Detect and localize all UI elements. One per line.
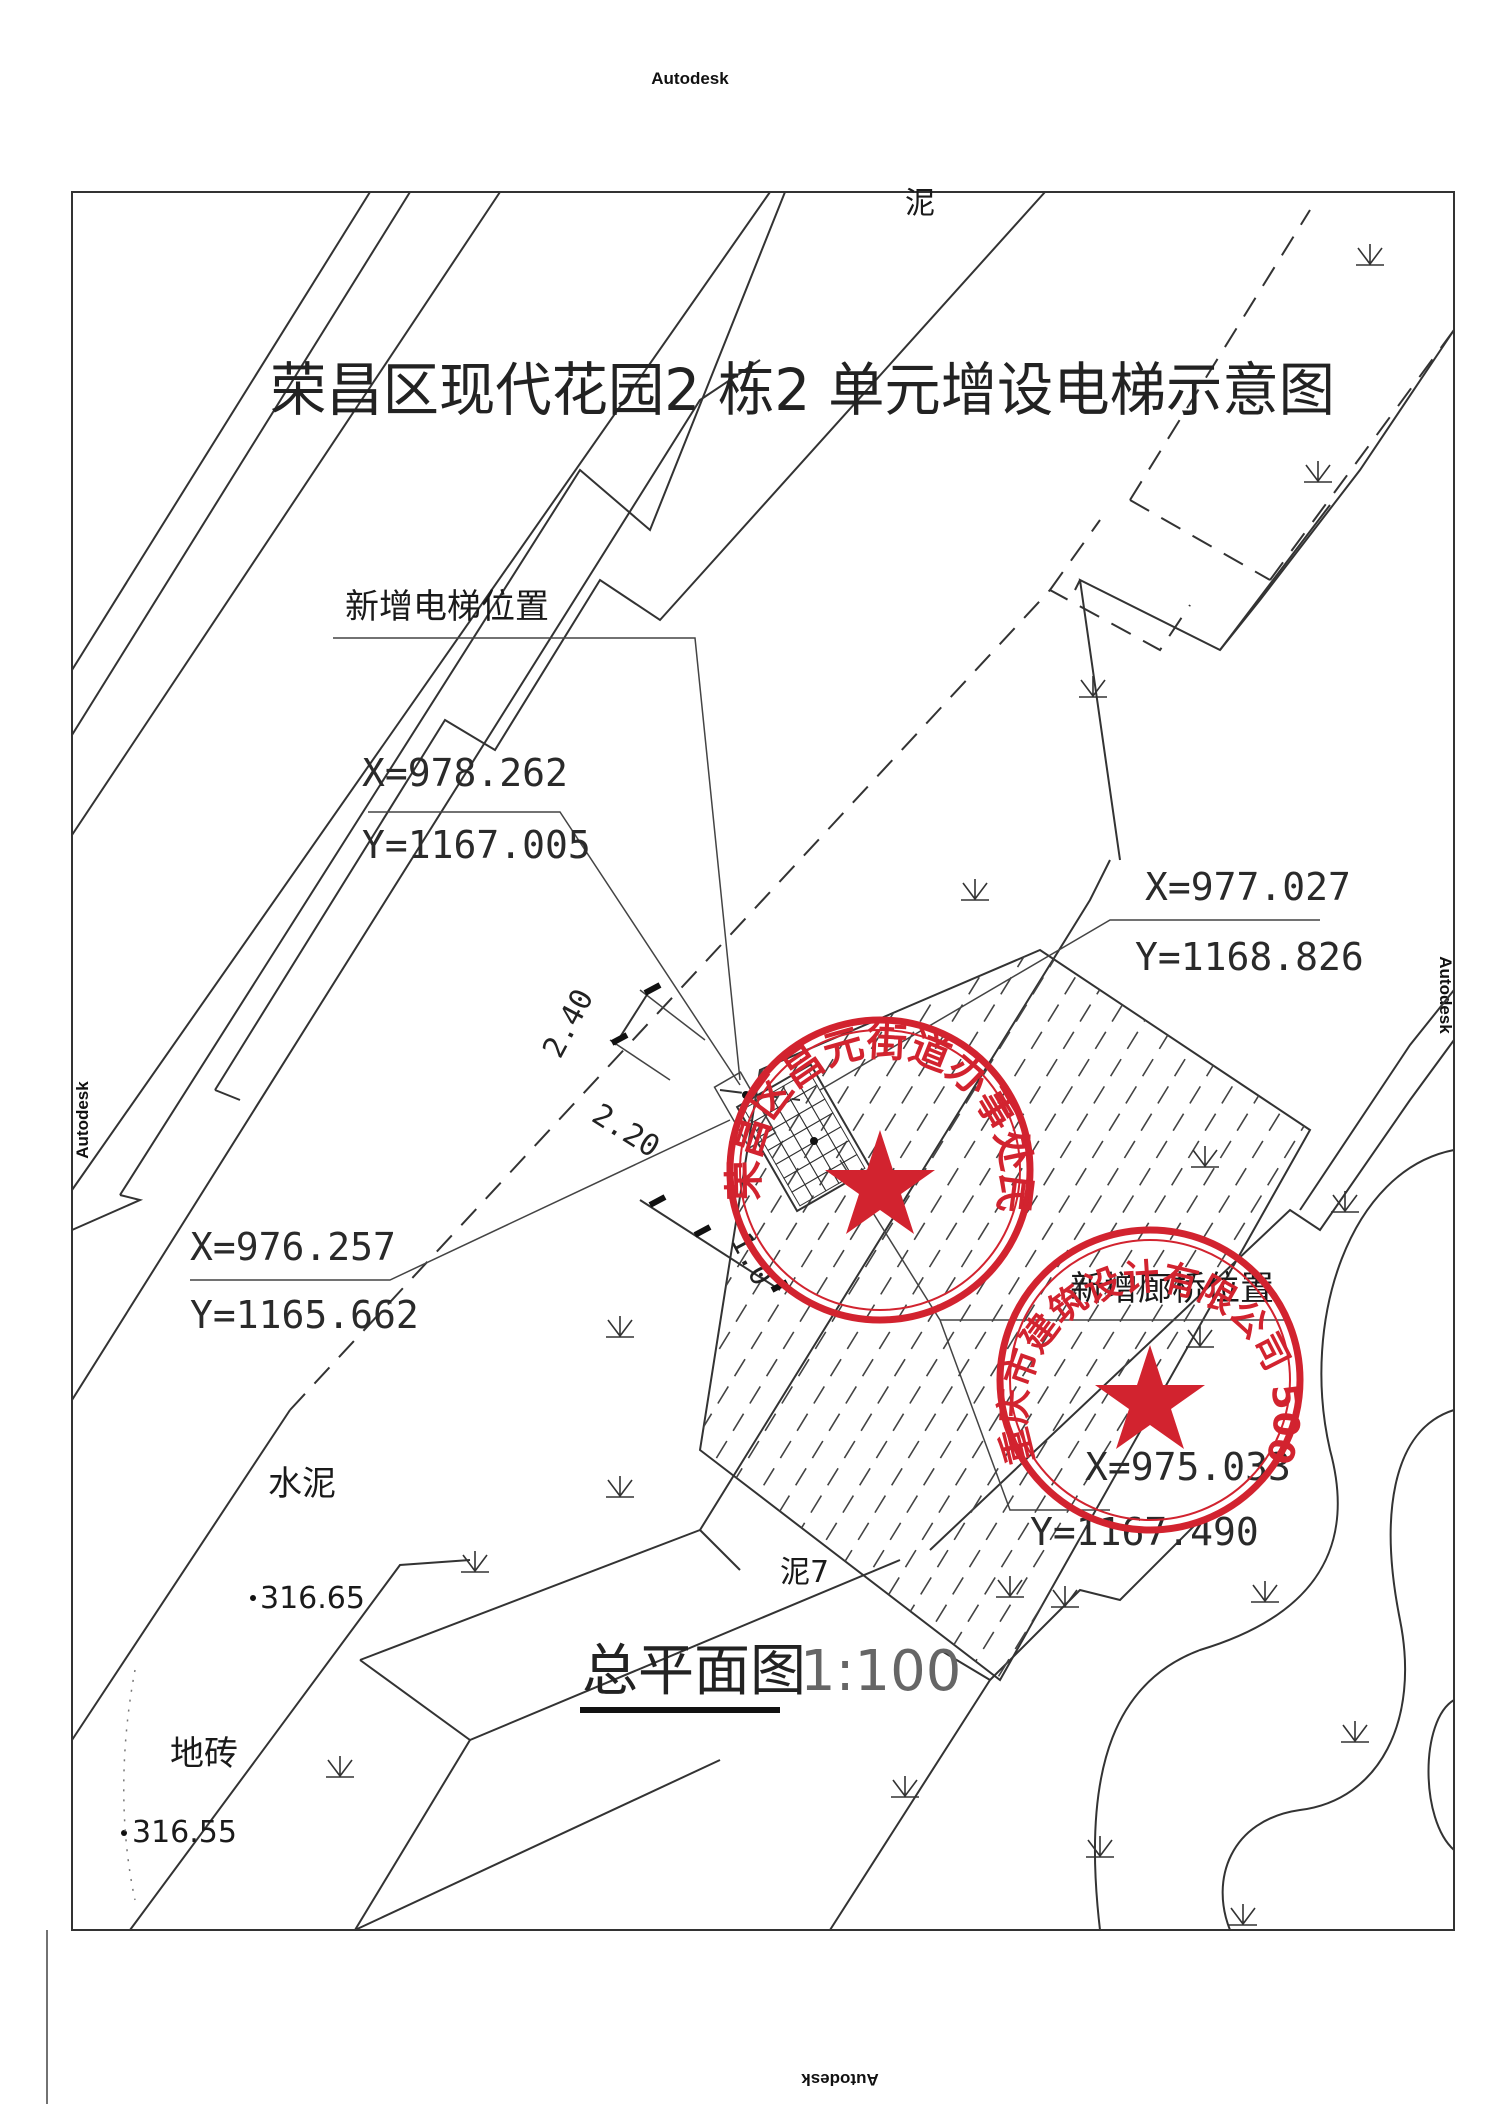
grass-symbol-icon xyxy=(606,1316,634,1338)
top-partial-label: 泥 xyxy=(905,186,935,221)
grass-symbol-icon xyxy=(1251,1581,1279,1603)
grass-symbol-icon xyxy=(996,1576,1024,1598)
label-new-elevator: 新增电梯位置 xyxy=(345,587,549,627)
drawing-title: 荣昌区现代花园2 栋2 单元增设电梯示意图 xyxy=(270,356,1335,424)
stamp-government: 荣昌区昌元街道办事处民政府 xyxy=(0,0,1039,1324)
elevation-1: 316.65 xyxy=(260,1581,365,1616)
grass-symbol-icon xyxy=(1086,1836,1114,1858)
dimension-1-0: 1.0 xyxy=(723,1227,779,1291)
watermark-right: Autodesk xyxy=(1436,956,1455,1034)
label-cement: 水泥 xyxy=(268,1464,336,1504)
grass-symbol-icon xyxy=(1191,1146,1219,1168)
label-new-corridor: 新增廊桥位置 xyxy=(1070,1269,1274,1309)
plan-title: 总平面图 xyxy=(582,1639,806,1704)
coord-3-x: X=976.257 xyxy=(190,1225,396,1269)
dimension-2-40: 2.40 xyxy=(536,984,601,1064)
grass-symbol-icon xyxy=(461,1551,489,1573)
grass-symbols xyxy=(326,244,1384,1926)
plan-linework xyxy=(71,191,1455,1931)
watermark-top: Autodesk xyxy=(651,69,729,88)
coord-1-x: X=978.262 xyxy=(362,751,568,795)
drawing-frame xyxy=(71,191,1455,1931)
coord-2-y: Y=1168.826 xyxy=(1135,935,1364,979)
grass-symbol-icon xyxy=(891,1776,919,1798)
grass-symbol-icon xyxy=(1356,244,1384,266)
label-tile: 地砖 xyxy=(170,1734,238,1774)
grass-symbol-icon xyxy=(1229,1904,1257,1926)
grass-symbol-icon xyxy=(1079,676,1107,698)
grass-symbol-icon xyxy=(1186,1326,1214,1348)
watermark-left: Autodesk xyxy=(73,1081,92,1159)
coord-1-y: Y=1167.005 xyxy=(362,823,591,867)
dimension-2-20: 2.20 xyxy=(586,1097,666,1165)
grass-symbol-icon xyxy=(326,1756,354,1778)
elevation-2: 316.55 xyxy=(132,1815,237,1850)
stamp-star-icon xyxy=(825,1130,935,1234)
grass-symbol-icon xyxy=(606,1476,634,1498)
grass-symbol-icon xyxy=(1341,1721,1369,1743)
watermark-bottom: Autodesk xyxy=(801,2070,879,2089)
stamp-star-icon-2 xyxy=(1095,1345,1205,1449)
plan-scale: 1:100 xyxy=(800,1639,961,1704)
grass-symbol-icon xyxy=(1051,1586,1079,1608)
grass-symbol-icon xyxy=(1331,1191,1359,1213)
coord-2-x: X=977.027 xyxy=(1145,865,1351,909)
grass-symbol-icon xyxy=(1304,461,1332,483)
grass-symbol-icon xyxy=(961,879,989,901)
label-cement-2: 泥7 xyxy=(780,1555,829,1590)
coord-3-y: Y=1165.662 xyxy=(190,1293,419,1337)
